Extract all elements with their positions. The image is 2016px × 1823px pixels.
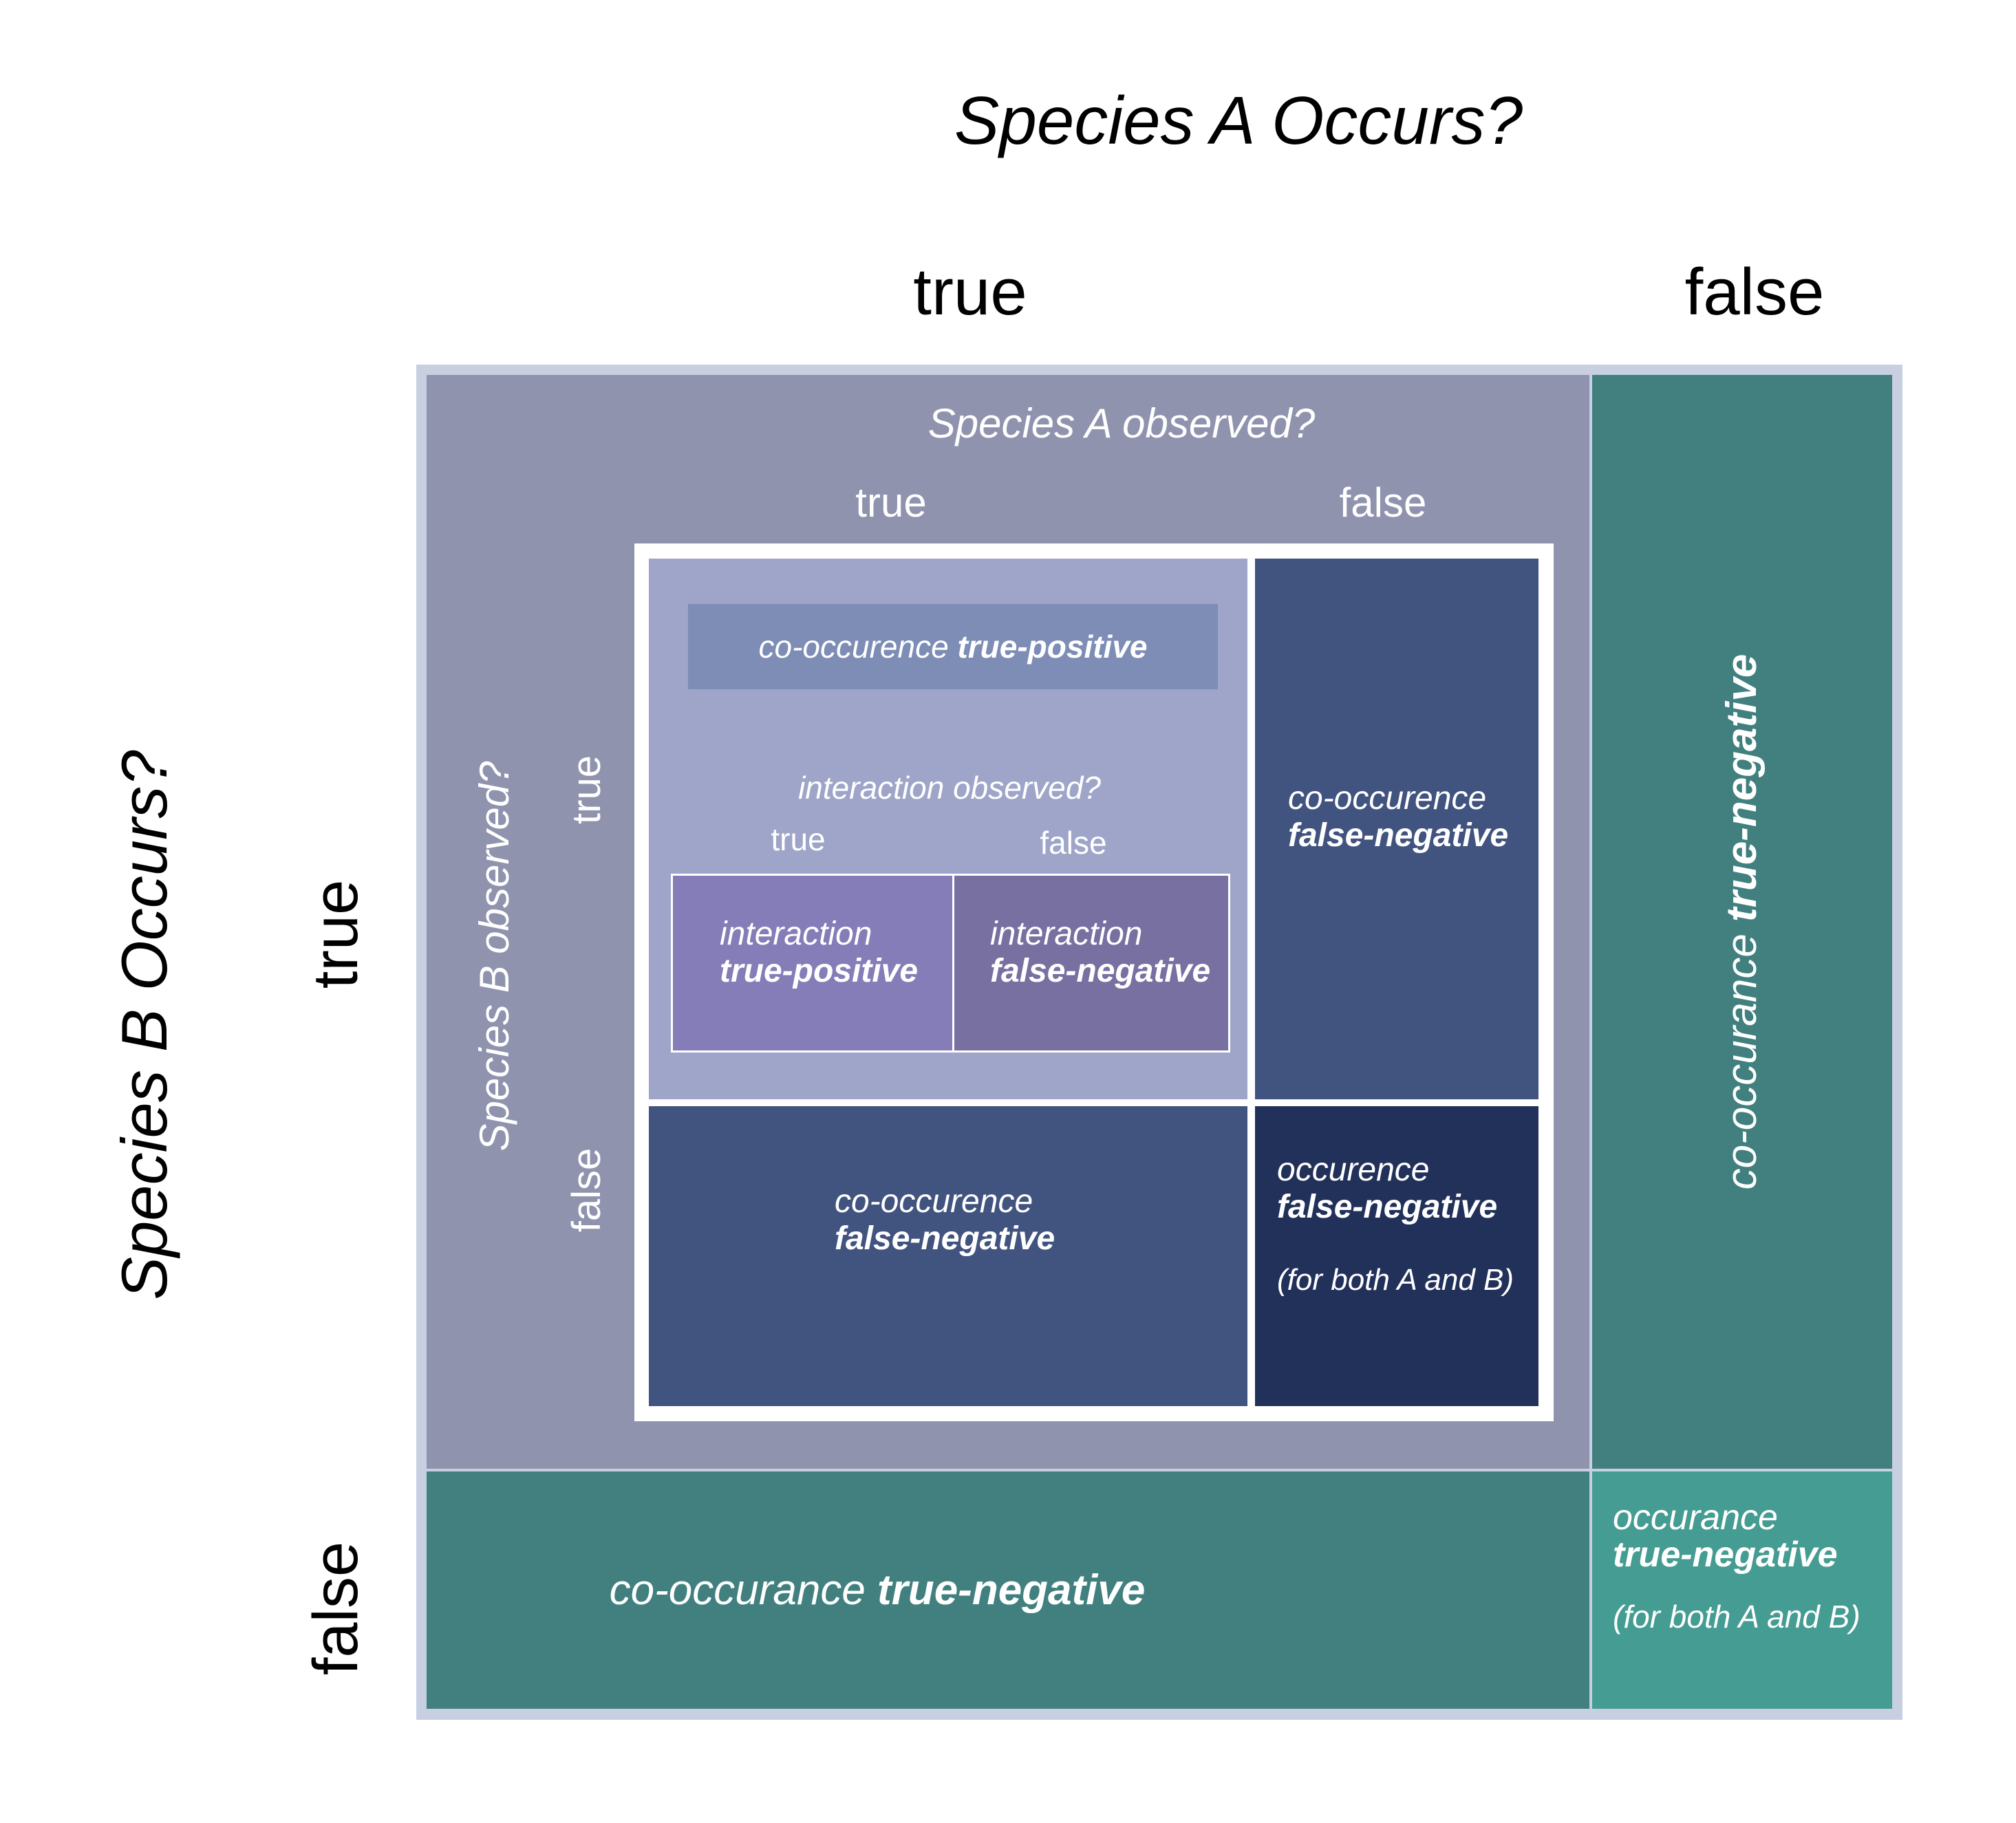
co-occurrence-true-negative-bottom-label: co-occurance true-negative — [609, 1566, 1146, 1614]
co-occurrence-true-positive-box: co-occurence true-positive — [688, 604, 1218, 689]
species-a-observed-title: Species A observed? — [927, 400, 1316, 446]
co-occurrence-false-negative-right-label: co-occurence false-negative — [1288, 780, 1509, 854]
occurrence-false-negative-cell: occurence false-negative (for both A and… — [1255, 1106, 1538, 1406]
observed-a-label-false: false — [1339, 479, 1427, 526]
interaction-true-positive-label: interaction true-positive — [720, 916, 919, 989]
occurrence-true-negative-cell: occurance true-negative (for both A and … — [1592, 1471, 1892, 1709]
interaction-observed-title: interaction observed? — [798, 770, 1101, 806]
interaction-true-positive-cell: interaction true-positive — [671, 874, 954, 1053]
column-label-false: false — [1684, 255, 1825, 329]
species-b-observed-title: Species B observed? — [471, 761, 517, 1152]
co-occurrence-true-negative-right: co-occurance true-negative — [1592, 375, 1892, 1469]
row-label-false: false — [300, 1541, 371, 1676]
observed-a-label-true: true — [855, 479, 927, 526]
co-occurrence-true-negative-right-label: co-occurance true-negative — [1718, 654, 1766, 1190]
interaction-label-false: false — [1040, 825, 1107, 861]
interaction-false-negative-label: interaction false-negative — [990, 916, 1211, 989]
observed-b-label-false: false — [564, 1147, 609, 1233]
occurrence-true-negative-label: occurance true-negative (for both A and … — [1613, 1498, 1860, 1635]
species-a-occurs-title: Species A Occurs? — [954, 82, 1523, 158]
species-b-occurs-title: Species B Occurs? — [108, 750, 180, 1300]
co-occurrence-false-negative-bottom-label: co-occurence false-negative — [835, 1183, 1055, 1257]
occurrence-false-negative-label: occurence false-negative (for both A and… — [1277, 1152, 1514, 1297]
column-label-true: true — [913, 255, 1027, 329]
co-occurrence-false-negative-bottom-cell: co-occurence false-negative — [649, 1106, 1247, 1406]
co-occurrence-false-negative-right-cell: co-occurence false-negative — [1255, 559, 1538, 1099]
observed-b-label-true: true — [564, 755, 609, 824]
interaction-label-true: true — [771, 821, 826, 857]
co-occurrence-true-negative-bottom: co-occurance true-negative — [427, 1471, 1589, 1709]
interaction-false-negative-cell: interaction false-negative — [952, 874, 1230, 1053]
row-label-true: true — [300, 879, 371, 989]
